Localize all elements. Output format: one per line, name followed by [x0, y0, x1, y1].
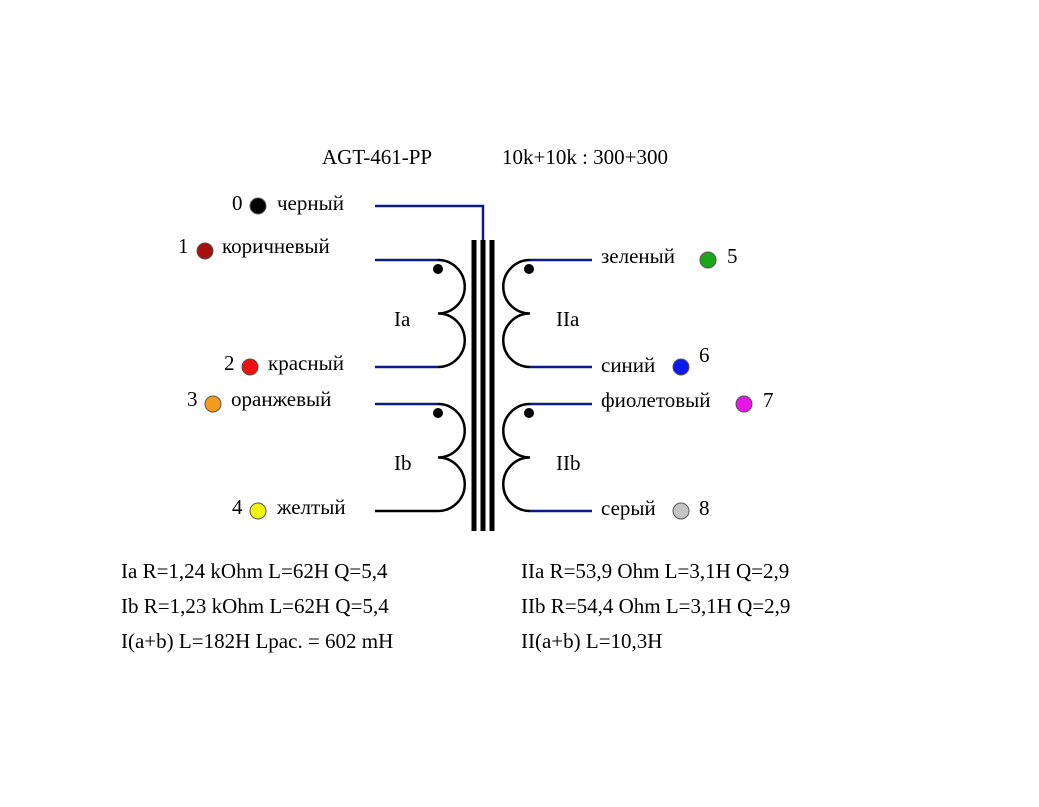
terminal-1: 1 коричневый: [178, 234, 330, 260]
terminal-dot: [699, 251, 717, 269]
terminal-number: 7: [763, 388, 774, 412]
coil-iib: [502, 402, 531, 513]
terminal-dot: [672, 358, 690, 376]
ratio-title: 10k+10k : 300+300: [502, 145, 668, 169]
polarity-dots: [433, 264, 534, 418]
model-title: AGT-461-PP: [322, 145, 432, 169]
terminal-dot: [672, 502, 690, 520]
terminal-label: коричневый: [222, 234, 330, 258]
terminal-5: зеленый 5: [601, 244, 738, 269]
spec-line: IIb R=54,4 Ohm L=3,1H Q=2,9: [521, 594, 790, 618]
terminal-dot: [196, 242, 214, 260]
terminal-3: 3 оранжевый: [187, 387, 331, 413]
terminal-7: фиолетовый 7: [601, 388, 774, 413]
spec-line: Ia R=1,24 kOhm L=62H Q=5,4: [121, 559, 388, 583]
lead-wires: [375, 204, 592, 513]
winding-label-iia: IIa: [556, 307, 580, 331]
terminal-number: 4: [232, 495, 243, 519]
terminal-number: 2: [224, 351, 235, 375]
terminal-label: красный: [268, 351, 344, 375]
coils: [437, 258, 531, 513]
terminal-label: зеленый: [601, 244, 675, 268]
terminal-number: 5: [727, 244, 738, 268]
terminal-number: 1: [178, 234, 189, 258]
specs-secondary: IIa R=53,9 Ohm L=3,1H Q=2,9 IIb R=54,4 O…: [521, 559, 790, 653]
coil-iia: [502, 258, 531, 369]
terminal-4: 4 желтый: [232, 495, 346, 520]
terminal-dot: [204, 395, 222, 413]
terminal-label: синий: [601, 353, 655, 377]
winding-label-ia: Ia: [394, 307, 411, 331]
spec-line: IIa R=53,9 Ohm L=3,1H Q=2,9: [521, 559, 789, 583]
terminal-label: черный: [277, 191, 344, 215]
terminal-number: 8: [699, 496, 710, 520]
terminal-dot: [241, 358, 259, 376]
terminal-number: 3: [187, 387, 198, 411]
polarity-dot-iia: [524, 264, 534, 274]
terminal-label: фиолетовый: [601, 388, 711, 412]
terminal-0: 0 черный: [232, 191, 344, 215]
polarity-dot-iib: [524, 408, 534, 418]
winding-label-ib: Ib: [394, 451, 412, 475]
terminal-6: синий 6: [601, 343, 710, 377]
wire-0: [375, 204, 485, 240]
polarity-dot-ib: [433, 408, 443, 418]
terminal-label: оранжевый: [231, 387, 331, 411]
specs-primary: Ia R=1,24 kOhm L=62H Q=5,4 Ib R=1,23 kOh…: [121, 559, 393, 653]
winding-label-iib: IIb: [556, 451, 581, 475]
terminal-dot: [735, 395, 753, 413]
terminal-dot: [249, 502, 267, 520]
transformer-core: [471, 240, 495, 531]
polarity-dot-ia: [433, 264, 443, 274]
terminal-2: 2 красный: [224, 351, 344, 376]
terminal-label: желтый: [276, 495, 346, 519]
terminal-number: 0: [232, 191, 243, 215]
spec-line: I(a+b) L=182H Lpac. = 602 mH: [121, 629, 393, 653]
terminal-dot: [249, 197, 267, 215]
coil-ib: [437, 402, 466, 513]
terminal-number: 6: [699, 343, 710, 367]
terminal-label: серый: [601, 496, 656, 520]
terminal-8: серый 8: [601, 496, 710, 520]
coil-ia: [437, 258, 466, 369]
spec-line: II(a+b) L=10,3H: [521, 629, 662, 653]
spec-line: Ib R=1,23 kOhm L=62H Q=5,4: [121, 594, 389, 618]
